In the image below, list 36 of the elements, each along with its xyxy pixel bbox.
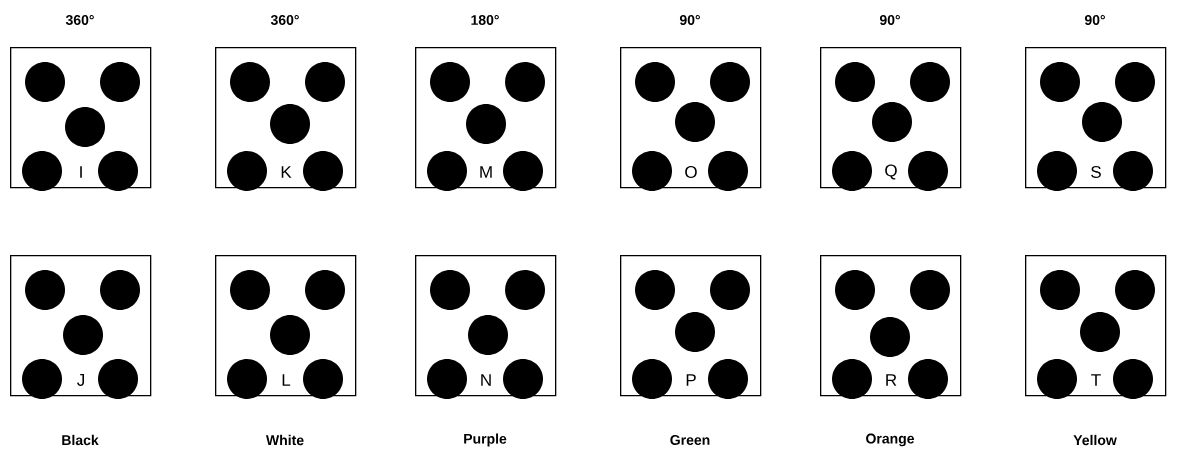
color-label: Black	[62, 434, 99, 446]
angle-label: 180°	[471, 15, 499, 25]
dot-box	[215, 15, 357, 191]
letter-label: R	[886, 374, 897, 386]
dot-box	[620, 15, 762, 191]
dot-box	[820, 15, 962, 191]
letter-label: P	[686, 374, 696, 386]
angle-label: 90°	[679, 15, 700, 25]
letter-label: Q	[885, 164, 897, 180]
dot-box	[620, 255, 762, 445]
letter-label: J	[77, 374, 84, 386]
letter-label: K	[281, 166, 292, 178]
angle-label: 360°	[270, 15, 299, 25]
dot-box	[1025, 15, 1167, 191]
dot-box	[10, 255, 152, 446]
dot-box	[415, 15, 557, 191]
dot-box	[415, 255, 557, 447]
letter-label: T	[1091, 374, 1101, 386]
letter-label: L	[282, 374, 291, 386]
angle-label: 360°	[65, 15, 94, 25]
angle-label: 90°	[1084, 15, 1105, 25]
color-label: Green	[670, 435, 710, 445]
letter-label: M	[480, 166, 492, 178]
letter-label: S	[1091, 165, 1101, 178]
letter-label: I	[80, 166, 82, 178]
color-label: Yellow	[1073, 434, 1117, 446]
letter-label: O	[685, 165, 697, 178]
color-label: Orange	[866, 433, 915, 447]
dot-box	[10, 15, 152, 191]
letter-label: N	[481, 374, 491, 386]
dot-box	[1025, 255, 1167, 446]
color-label: Purple	[464, 433, 507, 447]
dot-box	[820, 255, 962, 447]
color-label: White	[266, 434, 304, 446]
dot-box	[215, 255, 357, 446]
angle-label: 90°	[879, 15, 900, 25]
